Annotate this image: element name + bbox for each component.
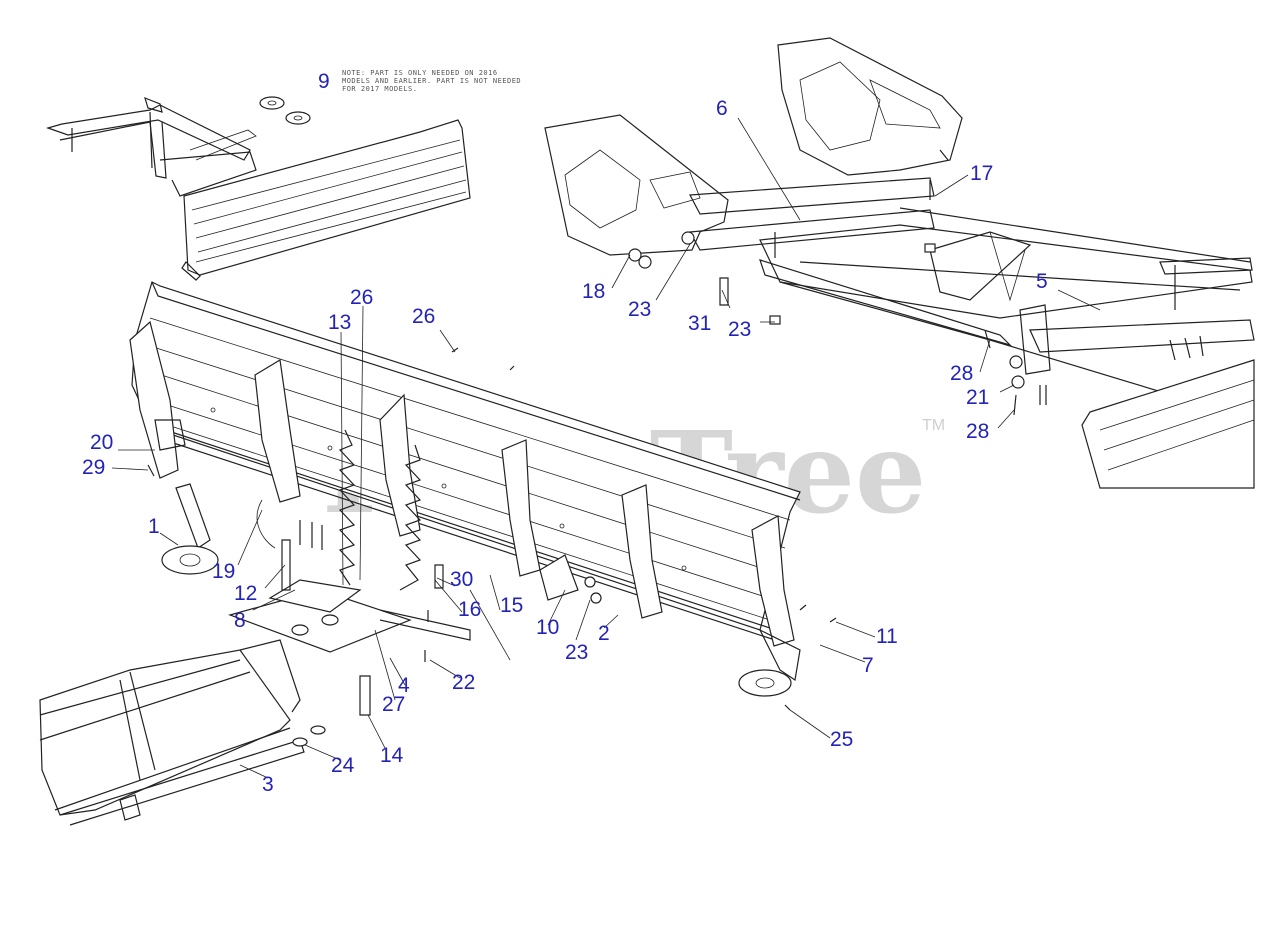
callout-23-mid: 23 (728, 318, 751, 341)
callout-17: 17 (970, 162, 993, 185)
callout-28-lower: 28 (966, 420, 989, 443)
callout-23-bottom: 23 (565, 641, 588, 664)
callout-7: 7 (862, 654, 874, 677)
callout-26-left: 26 (350, 286, 373, 309)
mount-bracket-assembly (544, 37, 1255, 489)
callout-31: 31 (688, 312, 711, 335)
callout-25: 25 (830, 728, 853, 751)
callout-9: 9 (318, 70, 330, 93)
callout-30: 30 (450, 568, 473, 591)
callout-20: 20 (90, 431, 113, 454)
watermark-trademark: TM (922, 417, 945, 434)
callout-5: 5 (1036, 270, 1048, 293)
callout-4: 4 (398, 674, 410, 697)
note-line-1: NOTE: PART IS ONLY NEEDED ON 2016 (342, 69, 498, 77)
callout-12: 12 (234, 582, 257, 605)
callout-29: 29 (82, 456, 105, 479)
callout-21: 21 (966, 386, 989, 409)
callout-19: 19 (212, 560, 235, 583)
callout-28-upper: 28 (950, 362, 973, 385)
callout-2: 2 (598, 622, 610, 645)
main-plow-blade (129, 281, 837, 716)
callout-13: 13 (328, 311, 351, 334)
callout-labels: 9 6 17 5 18 23 31 23 28 21 28 26 13 26 2… (82, 70, 1048, 796)
callout-18: 18 (582, 280, 605, 303)
callout-8: 8 (234, 609, 246, 632)
callout-24: 24 (331, 754, 355, 777)
callout-11: 11 (876, 625, 898, 648)
leader-lines (111, 117, 1101, 779)
inset-assembled-plow (46, 96, 471, 281)
callout-10: 10 (536, 616, 559, 639)
callout-1: 1 (148, 515, 160, 538)
note-line-2: MODELS AND EARLIER. PART IS NOT NEEDED (342, 77, 521, 85)
push-frame (39, 639, 326, 826)
callout-27: 27 (382, 693, 405, 716)
callout-22: 22 (452, 671, 475, 694)
callout-3: 3 (262, 773, 274, 796)
callout-14: 14 (380, 744, 404, 767)
callout-15: 15 (500, 594, 523, 617)
note-block: NOTE: PART IS ONLY NEEDED ON 2016 MODELS… (342, 69, 521, 93)
note-line-3: FOR 2017 MODELS. (342, 85, 417, 93)
callout-16: 16 (458, 598, 481, 621)
callout-26-right: 26 (412, 305, 435, 328)
callout-6: 6 (716, 97, 728, 120)
callout-23-top: 23 (628, 298, 651, 321)
